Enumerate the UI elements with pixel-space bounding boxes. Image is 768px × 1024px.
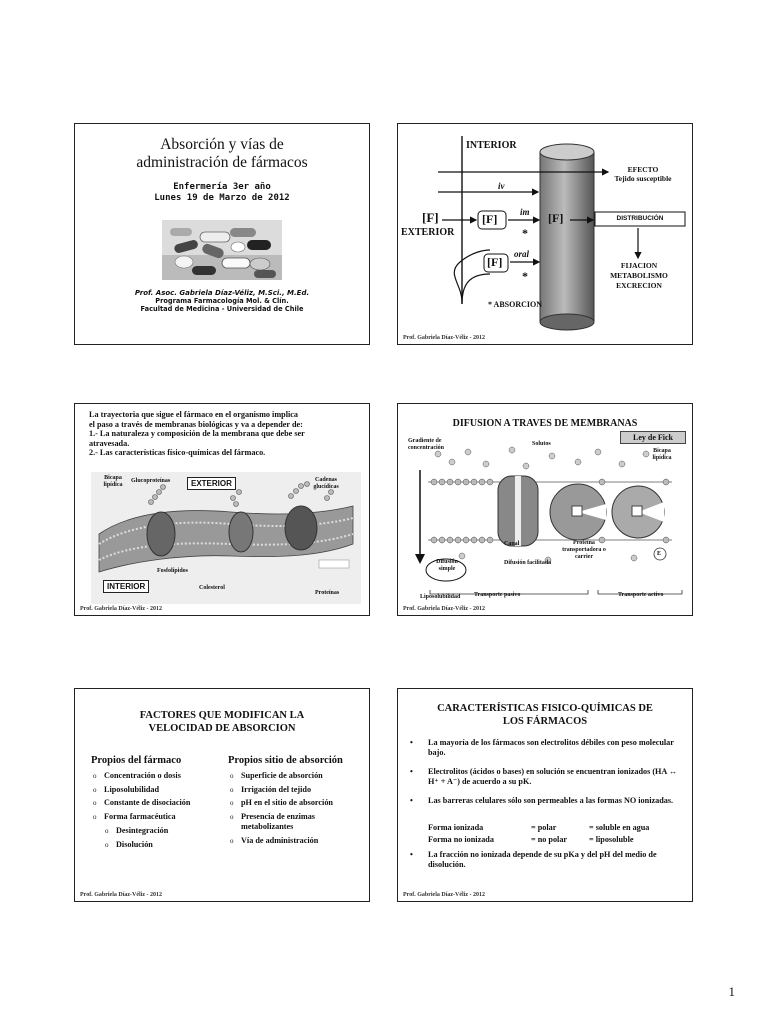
- f-oral-label: [F]: [487, 255, 502, 270]
- list-item: pH en el sitio de absorción: [230, 798, 365, 808]
- canal-label: Canal: [504, 541, 519, 548]
- slide-footer: Prof. Gabriela Díaz-Véliz - 2012: [80, 892, 162, 898]
- slide-footer: Prof. Gabriela Díaz-Véliz - 2012: [403, 335, 485, 341]
- characteristics-list: La mayoría de los fármacos son electroli…: [406, 738, 686, 814]
- transporte-activo-label: Transporte activo: [618, 592, 663, 599]
- slide-membrane: La trayectoria que sigue el fármaco en e…: [74, 403, 370, 616]
- author-info: Prof. Asoc. Gabriela Díaz-Véliz, M.Sci.,…: [75, 289, 369, 313]
- difusion-simple-label: Difusión simple: [428, 559, 466, 573]
- fijacion-label: FIJACION METABOLISMO EXCRECION: [594, 261, 684, 291]
- difusion-facilitada-label: Difusión facilitada: [504, 560, 551, 567]
- factors-title: FACTORES QUE MODIFICAN LA VELOCIDAD DE A…: [75, 709, 369, 735]
- list-item: Las barreras celulares sólo son permeabl…: [406, 796, 686, 806]
- slide-footer: Prof. Gabriela Díaz-Véliz - 2012: [80, 606, 162, 612]
- site-factors-title: Propios sitio de absorción: [228, 755, 343, 766]
- proteinas-label: Proteínas: [315, 590, 339, 597]
- efecto-label: EFECTO Tejido susceptible: [598, 165, 688, 183]
- exterior-label: EXTERIOR: [401, 227, 454, 238]
- distribucion-label: DISTRIBUCIÓN: [595, 215, 685, 222]
- f-inner-label: [F]: [548, 211, 563, 226]
- slide-footer: Prof. Gabriela Díaz-Véliz - 2012: [403, 892, 485, 898]
- site-factors-list: Superficie de absorción Irrigación del t…: [230, 771, 365, 850]
- drug-factors-list: Concentración o dosis Liposolubilidad Co…: [93, 771, 233, 853]
- list-item: Liposolubilidad: [93, 785, 233, 795]
- bicapa-label: Bicapa lipídica: [95, 475, 131, 489]
- ionization-table: Forma ionizada = polar = soluble en agua…: [428, 823, 649, 846]
- list-item: Desintegración: [105, 826, 233, 836]
- oral-star: *: [522, 269, 528, 284]
- diffusion-title: DIFUSION A TRAVES DE MEMBRANAS: [398, 417, 692, 430]
- glucoproteinas-label: Glucoproteínas: [131, 478, 170, 485]
- oral-label: oral: [514, 249, 529, 259]
- table-row: Forma no ionizada = no polar = liposolub…: [428, 835, 649, 847]
- solutos-label: Solutos: [532, 441, 551, 448]
- list-item: Concentración o dosis: [93, 771, 233, 781]
- slide-factors: FACTORES QUE MODIFICAN LA VELOCIDAD DE A…: [74, 688, 370, 902]
- pills-photo: [162, 220, 282, 280]
- im-star: *: [522, 226, 528, 241]
- slide-routes-diagram: INTERIOR iv im oral [F] [F] [F] [F] EXTE…: [397, 123, 693, 345]
- list-item: La mayoría de los fármacos son electroli…: [406, 738, 686, 759]
- bicapa-label: Bicapa lipídica: [644, 448, 680, 462]
- transporte-pasivo-label: Transporte pasivo: [474, 592, 520, 599]
- course-info: Enfermería 3er año Lunes 19 de Marzo de …: [75, 182, 369, 204]
- list-item: Electrolitos (ácidos o bases) en solució…: [406, 767, 686, 788]
- liposolubilidad-label: Liposolubilidad: [420, 594, 460, 601]
- colesterol-label: Colesterol: [199, 585, 225, 592]
- slide-title-heading: Absorción y vías de administración de fá…: [75, 136, 369, 172]
- fosfolipidos-label: Fosfolípidos: [157, 568, 188, 575]
- iv-label: iv: [498, 181, 505, 191]
- exterior-box: EXTERIOR: [187, 477, 236, 490]
- membrane-intro-text: La trayectoria que sigue el fármaco en e…: [89, 410, 354, 458]
- list-item: Forma farmacéutica: [93, 812, 233, 822]
- im-label: im: [520, 207, 530, 217]
- f-outer-label: [F]: [422, 210, 439, 226]
- absorcion-label: * ABSORCION: [488, 300, 542, 309]
- diffusion-illustration: [402, 440, 690, 600]
- drug-factors-title: Propios del fármaco: [91, 755, 181, 766]
- characteristics-list-2: La fracción no ionizada depende de su pK…: [406, 850, 686, 879]
- slide-diffusion: DIFUSION A TRAVES DE MEMBRANAS Ley de Fi…: [397, 403, 693, 616]
- characteristics-title: CARACTERÍSTICAS FISICO-QUÍMICAS DE LOS F…: [398, 702, 692, 728]
- list-item: Vía de administración: [230, 836, 365, 846]
- f-im-label: [F]: [482, 212, 497, 227]
- interior-label: INTERIOR: [466, 140, 517, 151]
- interior-box: INTERIOR: [103, 580, 149, 593]
- list-item: Irrigación del tejido: [230, 785, 365, 795]
- e-label: E: [657, 551, 661, 558]
- gradiente-label: Gradiente de concentración: [408, 438, 468, 452]
- list-item: Disolución: [105, 840, 233, 850]
- list-item: Constante de disociación: [93, 798, 233, 808]
- page-number: 1: [729, 984, 736, 1000]
- slide-title: Absorción y vías de administración de fá…: [74, 123, 370, 345]
- list-item: Presencia de enzimas metabolizantes: [230, 812, 365, 832]
- slide-footer: Prof. Gabriela Díaz-Véliz - 2012: [403, 606, 485, 612]
- list-item: La fracción no ionizada depende de su pK…: [406, 850, 686, 871]
- list-item: Superficie de absorción: [230, 771, 365, 781]
- table-row: Forma ionizada = polar = soluble en agua: [428, 823, 649, 835]
- slide-characteristics: CARACTERÍSTICAS FISICO-QUÍMICAS DE LOS F…: [397, 688, 693, 902]
- cadenas-label: Cadenas glucídicas: [303, 477, 349, 491]
- proteina-label: Proteína transportadora o carrier: [562, 540, 606, 561]
